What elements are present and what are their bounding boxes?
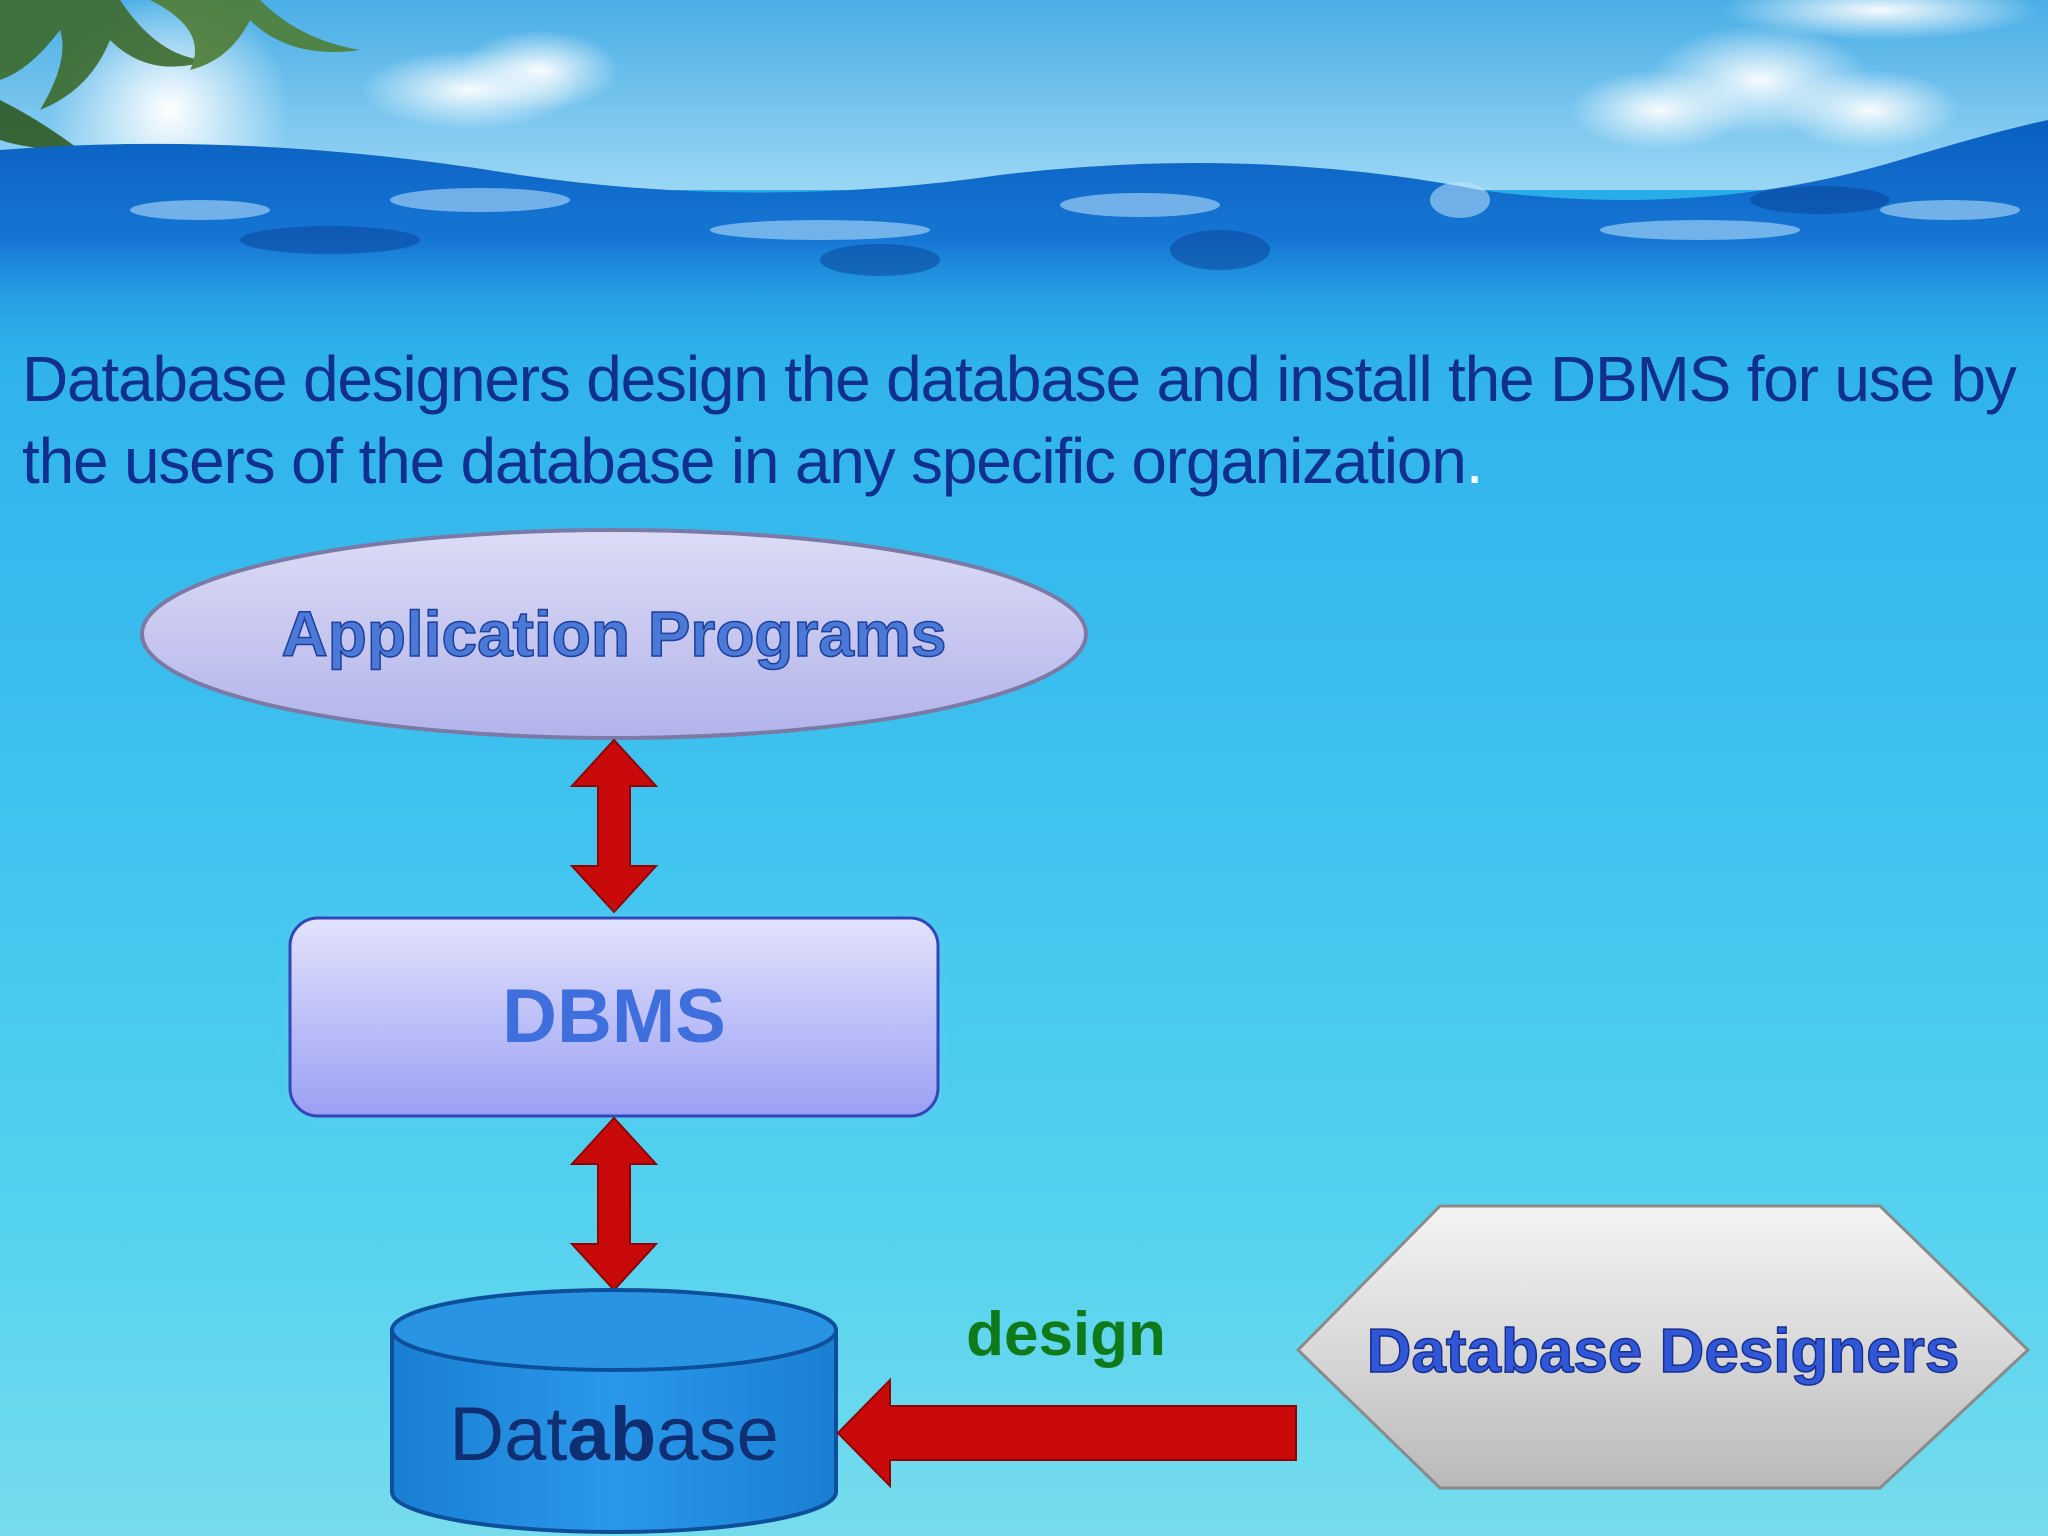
- application-programs-label: Application Programs: [282, 598, 947, 670]
- design-arrow: [836, 1377, 1297, 1489]
- double-arrow-app-dbms: [569, 738, 659, 914]
- database-label-part2: ab: [568, 1392, 657, 1477]
- database-label: Database: [449, 1392, 779, 1477]
- database-designers-label: Database Designers: [1367, 1317, 1960, 1386]
- clouds: [360, 0, 2040, 150]
- caption-text: Database designers design the database a…: [22, 343, 2017, 497]
- double-arrow-dbms-database: [569, 1116, 659, 1292]
- water-surface: [0, 120, 2048, 360]
- database-label-part3: ase: [656, 1392, 779, 1477]
- application-programs-node: Application Programs: [140, 528, 1088, 740]
- design-edge-label: design: [966, 1300, 1166, 1369]
- caption-period: .: [1465, 425, 1484, 497]
- palm-leaves: [0, 0, 360, 150]
- dbms-label: DBMS: [502, 974, 726, 1059]
- database-node: Database: [390, 1288, 838, 1534]
- database-designers-node: Database Designers: [1295, 1204, 2031, 1490]
- wave-highlights: [130, 182, 2020, 240]
- database-label-part1: Dat: [449, 1392, 567, 1477]
- slide-caption: Database designers design the database a…: [22, 338, 2022, 502]
- dbms-node: DBMS: [288, 916, 940, 1118]
